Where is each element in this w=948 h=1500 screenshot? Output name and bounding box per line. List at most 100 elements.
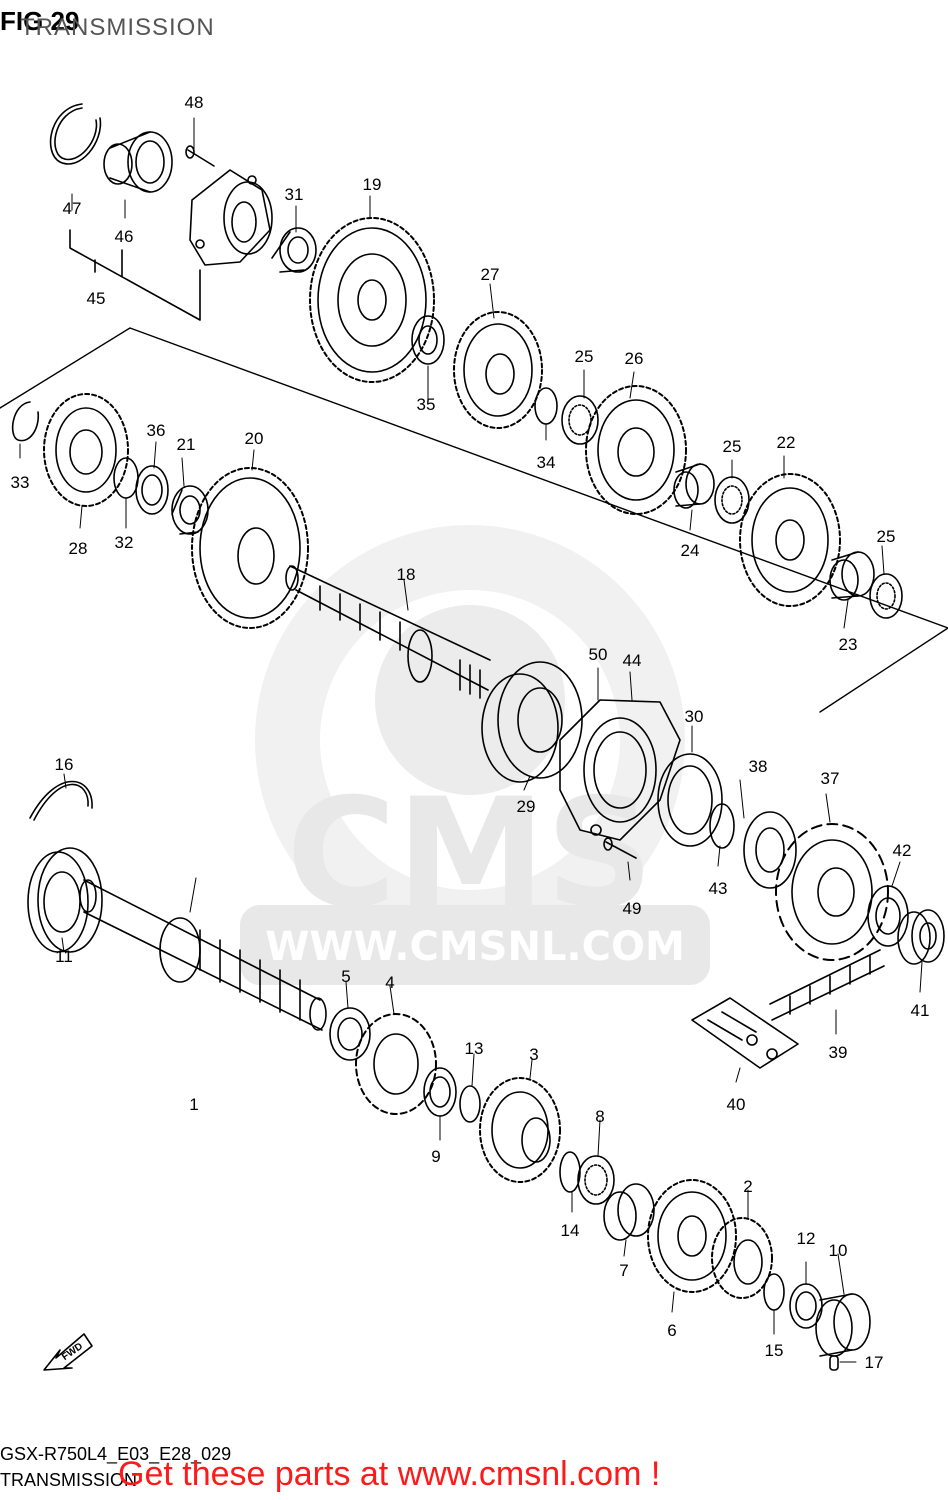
- part-16-circlip: [29, 780, 93, 821]
- callout-33: 33: [11, 473, 30, 492]
- callout-48: 48: [185, 93, 204, 112]
- part-36-washer: [135, 465, 169, 515]
- part-43-o-ring: [709, 803, 735, 849]
- callout-6: 6: [667, 1321, 676, 1340]
- part-37-sprocket: [775, 823, 889, 961]
- callout-40: 40: [727, 1095, 746, 1114]
- fwd-arrow-icon: FWD: [43, 1333, 93, 1371]
- callout-46: 46: [115, 227, 134, 246]
- callout-22: 22: [777, 433, 796, 452]
- part-2-gear: [711, 1217, 773, 1299]
- part-46-bearing: [103, 131, 173, 193]
- callout-5: 5: [341, 967, 350, 986]
- part-30-oil-seal: [657, 753, 723, 847]
- callout-50: 50: [589, 645, 608, 664]
- part-6-gear: [647, 1179, 737, 1293]
- figure-title: TRANSMISSION: [20, 14, 215, 41]
- callout-43: 43: [709, 879, 728, 898]
- callout-45: 45: [87, 289, 106, 308]
- part-49-screw: [603, 837, 637, 859]
- part-21-bushing: [171, 485, 209, 535]
- part-33-circlip: [11, 401, 40, 442]
- part-19-gear: [309, 217, 435, 383]
- callout-8: 8: [595, 1107, 604, 1126]
- callout-labels: 1 2 3 4 5 6 7 8 9 10 11 12 13 14 15 16 1…: [11, 93, 930, 1372]
- part-14-circlip: [559, 1151, 581, 1193]
- part-8-washer: [577, 1155, 615, 1205]
- part-39-chain: [769, 949, 885, 1021]
- callout-31: 31: [285, 185, 304, 204]
- footer-code: GSX-R750L4_E03_E28_029: [0, 1444, 232, 1464]
- callout-1: 1: [189, 1095, 198, 1114]
- part-34-circlip: [534, 387, 558, 425]
- part-1-main-shaft: [79, 879, 327, 1031]
- callout-15: 15: [765, 1341, 784, 1360]
- callout-17: 17: [865, 1353, 884, 1372]
- callout-41: 41: [911, 1001, 930, 1020]
- part-24-bearing: [673, 463, 715, 509]
- part-48-screw: [185, 145, 215, 167]
- callout-30: 30: [685, 707, 704, 726]
- footer-title: TRANSMISSION: [0, 1470, 138, 1490]
- part-29-bearing: [481, 661, 583, 783]
- callout-38: 38: [749, 757, 768, 776]
- part-13-circlip: [459, 1085, 481, 1123]
- callout-11: 11: [55, 947, 73, 966]
- callout-25b: 25: [723, 437, 742, 456]
- callout-13: 13: [465, 1039, 484, 1058]
- part-31-bushing: [271, 227, 317, 273]
- callout-47: 47: [63, 199, 82, 218]
- callout-4: 4: [385, 973, 394, 992]
- callout-32: 32: [115, 533, 134, 552]
- callout-29: 29: [517, 797, 536, 816]
- promo-link[interactable]: Get these parts at www.cmsnl.com !: [118, 1455, 661, 1493]
- callout-7: 7: [619, 1261, 628, 1280]
- callout-25c: 25: [877, 527, 896, 546]
- callout-36: 36: [147, 421, 166, 440]
- part-4-gear: [355, 1013, 437, 1115]
- callout-37: 37: [821, 769, 840, 788]
- part-27-gear: [453, 311, 543, 429]
- callout-49: 49: [623, 899, 642, 918]
- callout-23: 23: [839, 635, 858, 654]
- part-3-gear: [479, 1077, 561, 1183]
- watermark-url: WWW.CMSNL.COM: [265, 924, 685, 970]
- part-44-seal-holder: [559, 699, 681, 841]
- callout-2: 2: [743, 1177, 752, 1196]
- part-18-countershaft: [285, 565, 491, 699]
- callout-24: 24: [681, 541, 700, 560]
- callout-19: 19: [363, 175, 382, 194]
- part-20-gear: [191, 467, 309, 629]
- callout-25a: 25: [575, 347, 594, 366]
- part-35-washer: [411, 315, 445, 365]
- callout-12: 12: [797, 1229, 816, 1248]
- part-42-washer: [867, 885, 909, 947]
- callout-42: 42: [893, 841, 912, 860]
- part-23-bearing: [829, 551, 875, 601]
- callout-44: 44: [623, 651, 642, 670]
- callout-14: 14: [561, 1221, 580, 1240]
- callout-21: 21: [177, 435, 196, 454]
- part-5-bushing: [329, 1007, 371, 1061]
- callout-16: 16: [55, 755, 74, 774]
- callout-3: 3: [529, 1045, 538, 1064]
- part-47-circlip: [49, 103, 102, 165]
- part-22-gear: [739, 473, 841, 607]
- callout-9: 9: [431, 1147, 440, 1166]
- watermark-logo: CMS WWW.CMSNL.COM: [240, 525, 710, 985]
- part-26-gear: [585, 385, 687, 515]
- callout-28: 28: [69, 539, 88, 558]
- part-45-housing: [189, 169, 273, 266]
- callout-18: 18: [397, 565, 416, 584]
- part-25-washer-c: [869, 573, 903, 619]
- part-28-gear: [43, 393, 129, 507]
- callout-39: 39: [829, 1043, 848, 1062]
- part-11-bearing: [27, 847, 103, 953]
- callout-20: 20: [245, 429, 264, 448]
- callout-26: 26: [625, 349, 644, 368]
- countershaft-group-frame: [0, 327, 948, 713]
- part-40-chain-joint: [691, 997, 799, 1069]
- callout-27: 27: [481, 265, 500, 284]
- part-17-pin: [829, 1355, 839, 1371]
